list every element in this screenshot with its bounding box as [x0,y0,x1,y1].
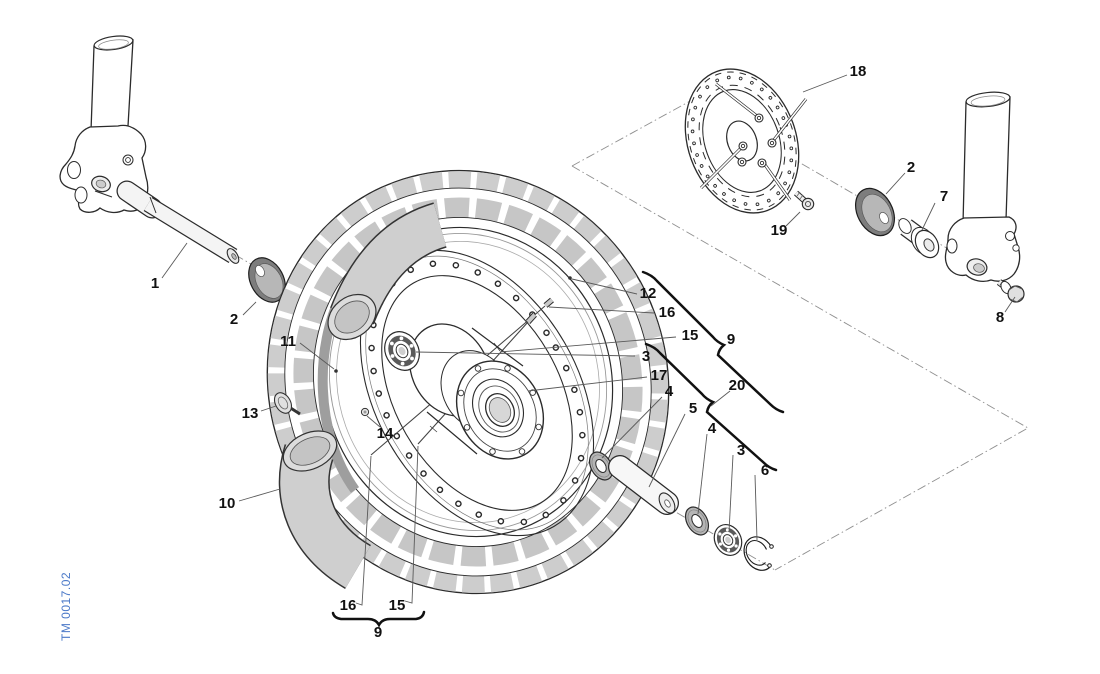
fork-leg-right [944,91,1021,282]
callout-18: 18 [850,63,867,80]
spacer-bushing [898,218,940,259]
fork-leg-left [59,35,149,214]
spoke-nipple [360,407,370,417]
callout-2-right: 2 [907,159,915,176]
bearing-hub [384,331,420,371]
callout-19: 19 [771,222,788,239]
seal-washer-lower [684,506,710,536]
callout-16-bottom: 16 [340,597,357,614]
callout-17: 17 [651,367,668,384]
group-braces [331,270,785,628]
pinch-bolt [996,279,1025,303]
callout-15-bottom: 15 [389,597,406,614]
callout-8: 8 [996,309,1004,326]
dust-cap-right [854,187,896,237]
callout-10: 10 [219,495,236,512]
valve [273,392,301,416]
callout-4-lower: 4 [708,420,717,437]
callout-4-upper: 4 [665,383,674,400]
callout-13: 13 [242,405,259,422]
callout-11: 11 [280,333,296,350]
callout-9-group: 9 [727,331,735,348]
brake-disc [684,68,808,214]
callout-12: 12 [640,285,657,302]
callout-3-axle: 3 [737,442,745,459]
callout-20: 20 [729,377,746,394]
leader-lines [161,74,1016,606]
callout-14: 14 [377,425,394,442]
callout-3-hub: 3 [642,348,650,365]
disc-bolt [793,190,815,211]
callout-1: 1 [151,275,159,292]
callout-2-left: 2 [230,311,238,328]
hub [408,323,545,460]
bearing-axle [713,524,743,556]
front-wheel [266,169,670,595]
brace-9-bottom [331,610,426,628]
dust-cap-left [248,257,286,303]
front-axle [116,180,240,264]
callout-9-bottom: 9 [374,624,382,641]
callout-15-right: 15 [682,327,699,344]
callout-7: 7 [940,188,948,205]
brace-9-diagonal [641,270,785,414]
callout-5: 5 [689,400,697,417]
spacer-tube [608,455,679,515]
callout-6: 6 [761,462,769,479]
drawing-code: TM 0017.02 [59,572,73,641]
callout-16-right: 16 [659,304,676,321]
hub-bolt-holes [457,365,542,455]
brace-20-diagonal [644,342,778,472]
inner-tube-upper [327,202,448,341]
disc-bolt-bosses [737,113,777,168]
circlip [743,536,774,571]
inner-tube-lower [278,430,372,589]
